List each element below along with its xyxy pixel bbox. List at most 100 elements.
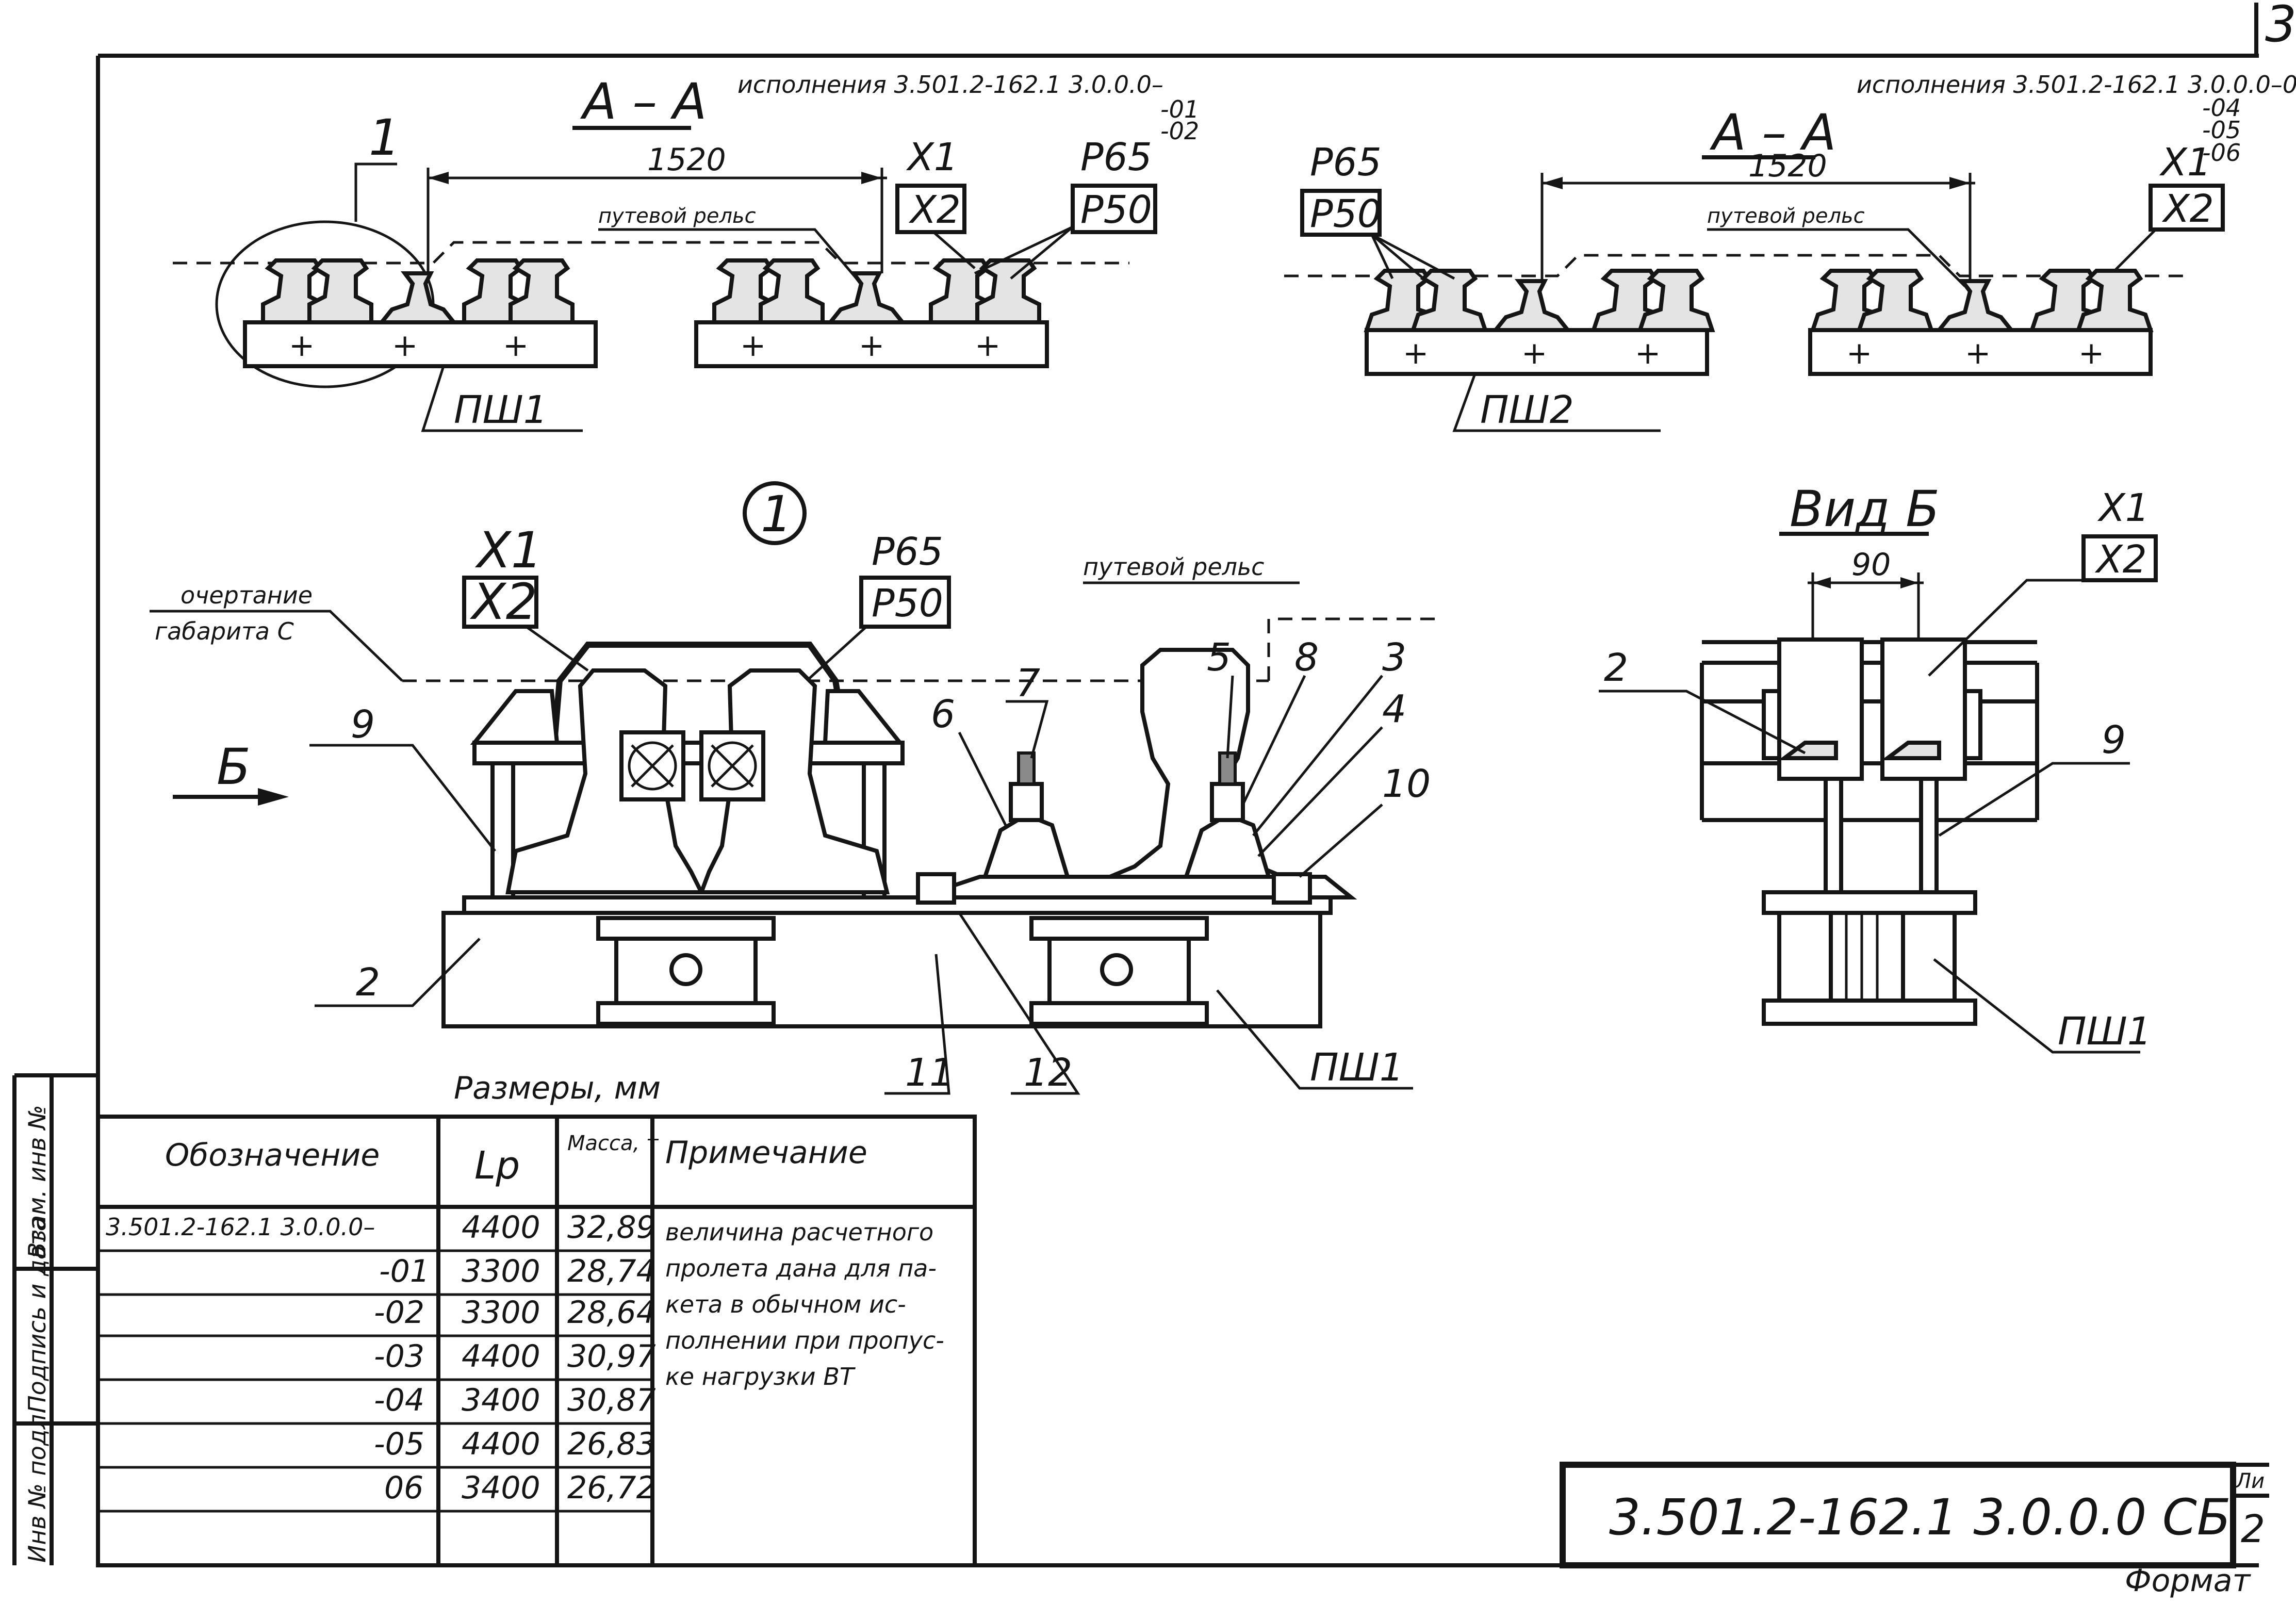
detail-pos-4: 4 xyxy=(1382,687,1406,731)
view-b-x2: Х2 xyxy=(2094,537,2147,582)
section-right-suffix-06: -06 xyxy=(2202,139,2241,167)
detail-pos-9: 9 xyxy=(351,702,375,747)
section-right-track-rail: путевой рельс xyxy=(1707,204,1865,228)
stamp-replacement-inv: Взам. инв № xyxy=(23,1105,51,1258)
table-note-line: полнении при пропус- xyxy=(665,1327,944,1354)
table-row: -02 3300 28,64 xyxy=(374,1295,656,1331)
table-cell-lp: 3400 xyxy=(462,1470,540,1506)
table-header-designation: Обозначение xyxy=(165,1137,380,1173)
table-cell-mass: 26,72 xyxy=(567,1470,656,1506)
section-right-sleeper: ПШ2 xyxy=(1480,388,1574,432)
section-left-track-rail: путевой рельс xyxy=(598,204,756,228)
section-right-suffix-05: -05 xyxy=(2202,116,2241,144)
sheet-number: 2 xyxy=(2241,1507,2265,1551)
view-b-pos-9: 9 xyxy=(2102,718,2126,762)
detail-pos-6: 6 xyxy=(931,692,955,736)
section-left-variant: исполнения 3.501.2-162.1 3.0.0.0– xyxy=(737,71,1163,99)
view-b-title: Вид Б xyxy=(1790,480,1940,538)
section-left-r50: Р50 xyxy=(1080,188,1152,232)
table-row: 06 3400 26,72 xyxy=(384,1470,656,1506)
detail-node: 1 очертание габарита С Х1 Х2 Р65 Р50 пут… xyxy=(150,481,1444,1095)
table-row: 3.501.2-162.1 3.0.0.0– 4400 32,89 xyxy=(106,1209,656,1246)
detail-contour-line1: очертание xyxy=(181,581,313,609)
section-right-suffix-04: -04 xyxy=(2202,94,2241,122)
section-left-x2: Х2 xyxy=(908,188,961,232)
table-header-mass: Масса, т xyxy=(567,1132,659,1155)
sheet-corner-fragment: Ли xyxy=(2235,1469,2265,1493)
table-note-line: ке нагрузки ВТ xyxy=(665,1363,856,1390)
section-left: А – А исполнения 3.501.2-162.1 3.0.0.0– … xyxy=(173,71,1199,432)
detail-node-label: 1 xyxy=(761,485,792,543)
view-b-dimension: 90 xyxy=(1851,547,1891,583)
detail-pos-5: 5 xyxy=(1207,635,1231,680)
view-b-x1: Х1 xyxy=(2097,486,2150,530)
section-left-title: А – А xyxy=(580,73,707,130)
table-cell-designation: -02 xyxy=(374,1295,424,1331)
svg-text:+: + xyxy=(1635,335,1661,371)
table-cell-lp: 3300 xyxy=(462,1295,540,1331)
detail-pos-8: 8 xyxy=(1294,635,1319,680)
section-right-r65: Р65 xyxy=(1310,140,1382,185)
section-right-x2: Х2 xyxy=(2161,187,2214,231)
table-cell-designation: -05 xyxy=(374,1426,424,1462)
table-row: -03 4400 30,97 xyxy=(374,1338,656,1374)
stamp-signature-date: Подпись и дата xyxy=(23,1217,51,1413)
table-row: -04 3400 30,87 xyxy=(374,1382,656,1418)
svg-text:+: + xyxy=(859,328,884,364)
section-left-callout: 1 xyxy=(369,109,400,167)
format-label: Формат xyxy=(2125,1563,2251,1599)
detail-r65: Р65 xyxy=(872,530,943,574)
side-stamp: Взам. инв № Подпись и дата Инв № подл. xyxy=(12,1073,98,1565)
table-header-note: Примечание xyxy=(665,1135,867,1171)
table-caption: Размеры, мм xyxy=(454,1070,661,1106)
section-left-gauge: 1520 xyxy=(647,142,726,178)
section-left-sleeper: ПШ1 xyxy=(454,388,548,432)
detail-r50: Р50 xyxy=(872,581,943,626)
section-right: А – А исполнения 3.501.2-162.1 3.0.0.0–0… xyxy=(1284,71,2296,432)
title-block: 3.501.2-162.1 3.0.0.0 СБ Ли 2 Формат xyxy=(1560,1462,2269,1599)
section-right-variant: исполнения 3.501.2-162.1 3.0.0.0–03 xyxy=(1857,71,2296,99)
svg-text:+: + xyxy=(289,328,315,364)
detail-track-rail: путевой рельс xyxy=(1083,553,1264,581)
svg-text:+: + xyxy=(1403,335,1429,371)
detail-pos-10: 10 xyxy=(1382,762,1431,806)
section-left-suffix-02: -02 xyxy=(1160,117,1199,145)
section-left-suffix-01: -01 xyxy=(1160,95,1199,123)
spec-table: Размеры, мм Обозначение Lр Масса, т Прим… xyxy=(96,1070,977,1567)
table-row: -01 3300 28,74 xyxy=(379,1253,656,1289)
detail-view-arrow: Б xyxy=(217,738,251,796)
table-cell-lp: 3400 xyxy=(462,1382,540,1418)
section-right-r50: Р50 xyxy=(1310,192,1382,236)
view-b: Вид Б 90 Х1 xyxy=(1599,480,2158,1054)
table-cell-mass: 30,97 xyxy=(567,1338,656,1374)
table-cell-designation: -04 xyxy=(374,1382,424,1418)
table-note-line: кета в обычном ис- xyxy=(665,1290,906,1318)
svg-text:+: + xyxy=(975,328,1001,364)
detail-pos-7: 7 xyxy=(1016,661,1040,706)
table-note-line: величина расчетного xyxy=(665,1218,933,1246)
detail-sleeper: ПШ1 xyxy=(1310,1045,1404,1090)
page-number: 33 xyxy=(2265,0,2296,53)
table-cell-designation: 3.501.2-162.1 3.0.0.0– xyxy=(106,1213,375,1241)
svg-text:+: + xyxy=(1846,335,1872,371)
table-row: -05 4400 26,83 xyxy=(374,1426,656,1462)
view-b-pos-2: 2 xyxy=(1604,646,1628,690)
table-cell-mass: 30,87 xyxy=(567,1382,656,1418)
table-cell-mass: 28,64 xyxy=(567,1295,656,1331)
detail-pos-2: 2 xyxy=(356,960,380,1005)
drawing-code: 3.501.2-162.1 3.0.0.0 СБ xyxy=(1609,1488,2231,1546)
section-right-title: А – А xyxy=(1709,104,1836,161)
stamp-inventory-no: Инв № подл. xyxy=(23,1406,51,1563)
table-note-line: пролета дана для па- xyxy=(665,1254,937,1282)
section-right-x1: Х1 xyxy=(2159,140,2211,185)
section-left-r65: Р65 xyxy=(1080,135,1152,179)
svg-text:+: + xyxy=(740,328,766,364)
table-cell-designation: 06 xyxy=(384,1470,423,1506)
table-cell-lp: 4400 xyxy=(462,1338,540,1374)
table-header-lp: Lр xyxy=(474,1143,520,1188)
table-cell-designation: -01 xyxy=(379,1253,430,1289)
table-cell-mass: 32,89 xyxy=(567,1209,656,1246)
section-right-gauge: 1520 xyxy=(1748,148,1827,184)
svg-text:+: + xyxy=(2078,335,2104,371)
